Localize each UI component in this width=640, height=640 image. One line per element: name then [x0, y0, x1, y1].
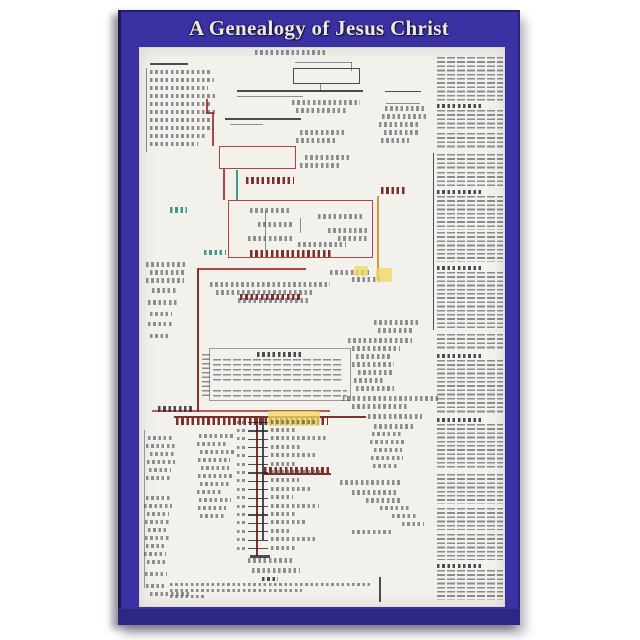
poster-bottom-border [118, 609, 520, 625]
poster-left-edge [118, 10, 121, 625]
genealogy-poster: A Genealogy of Jesus Christ [118, 10, 520, 625]
poster-title: A Genealogy of Jesus Christ [188, 16, 450, 40]
poster-title-band: A Genealogy of Jesus Christ [118, 10, 520, 47]
poster-sheet [139, 47, 505, 607]
